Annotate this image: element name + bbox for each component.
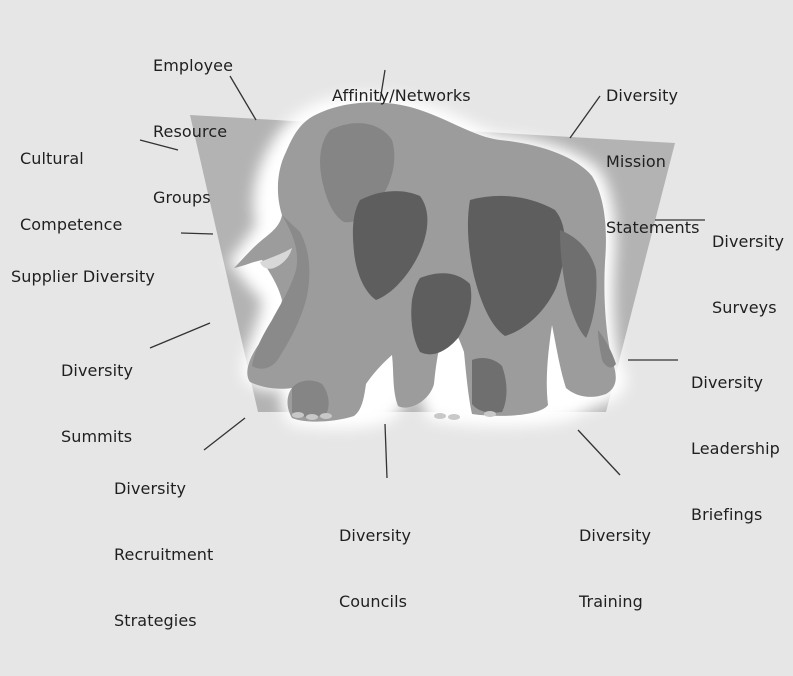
label-line: Recruitment	[114, 545, 214, 564]
label-line: Training	[579, 592, 643, 611]
leader-affinity-networks	[379, 69, 386, 102]
leader-diversity-mission-statements	[569, 95, 601, 139]
elephant-shadow-4	[560, 230, 597, 338]
label-line: Groups	[153, 188, 211, 207]
label-diversity-leadership-briefings: Diversity Leadership Briefings	[691, 328, 780, 570]
label-line: Competence	[20, 215, 123, 234]
label-diversity-training: Diversity Training	[579, 481, 651, 657]
label-line: Summits	[61, 427, 133, 446]
label-line: Supplier Diversity	[11, 267, 155, 286]
leader-supplier-diversity	[180, 232, 214, 235]
elephant-illustration	[139, 69, 705, 479]
label-line: Leadership	[691, 439, 780, 458]
label-line: Diversity	[691, 373, 764, 392]
elephant-shadow-3	[411, 273, 472, 355]
label-line: Briefings	[691, 505, 763, 524]
label-line: Affinity/Networks	[332, 86, 471, 105]
label-line: Statements	[606, 218, 700, 237]
label-cultural-competence: Cultural Competence	[20, 104, 122, 280]
label-diversity-summits: Diversity Summits	[61, 316, 133, 492]
label-line: Diversity	[712, 232, 785, 251]
label-line: Diversity	[606, 86, 679, 105]
elephant-leg-front	[292, 380, 329, 417]
label-line: Councils	[339, 592, 408, 611]
leader-diversity-recruitment-strategies	[203, 417, 246, 451]
elephant-shadow-1	[352, 191, 428, 300]
label-diversity-mission-statements: Diversity Mission Statements	[606, 41, 700, 283]
label-employee-resource-groups: Employee Resource Groups	[153, 11, 233, 253]
label-diversity-recruitment-strategies: Diversity Recruitment Strategies	[114, 434, 213, 676]
label-line: Diversity	[339, 526, 412, 545]
diversity-elephant-diagram: Employee Resource Groups Affinity/Networ…	[11, 11, 784, 630]
label-supplier-diversity: Supplier Diversity	[11, 222, 155, 332]
label-line: Employee	[153, 56, 234, 75]
leader-diversity-councils	[384, 423, 388, 479]
leader-lines	[139, 69, 705, 479]
elephant-shadow-2	[467, 195, 565, 336]
label-line: Surveys	[712, 298, 777, 317]
elephant-toenails	[292, 411, 496, 420]
label-line: Strategies	[114, 611, 197, 630]
label-diversity-surveys: Diversity Surveys	[712, 187, 784, 363]
elephant-trunk	[252, 215, 310, 369]
label-affinity-networks: Affinity/Networks	[332, 41, 471, 151]
leader-diversity-summits	[149, 322, 211, 349]
leader-diversity-training	[577, 429, 621, 476]
label-line: Resource	[153, 122, 228, 141]
label-diversity-councils: Diversity Councils	[339, 481, 411, 657]
label-line: Cultural	[20, 149, 84, 168]
label-line: Diversity	[114, 479, 187, 498]
leader-employee-resource-groups	[229, 75, 257, 121]
label-line: Mission	[606, 152, 666, 171]
elephant-tusk	[260, 248, 292, 269]
elephant-tail	[598, 330, 616, 368]
leader-cultural-competence	[139, 139, 179, 151]
label-line: Diversity	[579, 526, 652, 545]
elephant	[234, 102, 616, 422]
label-line: Diversity	[61, 361, 134, 380]
elephant-leg-rear	[472, 358, 507, 413]
